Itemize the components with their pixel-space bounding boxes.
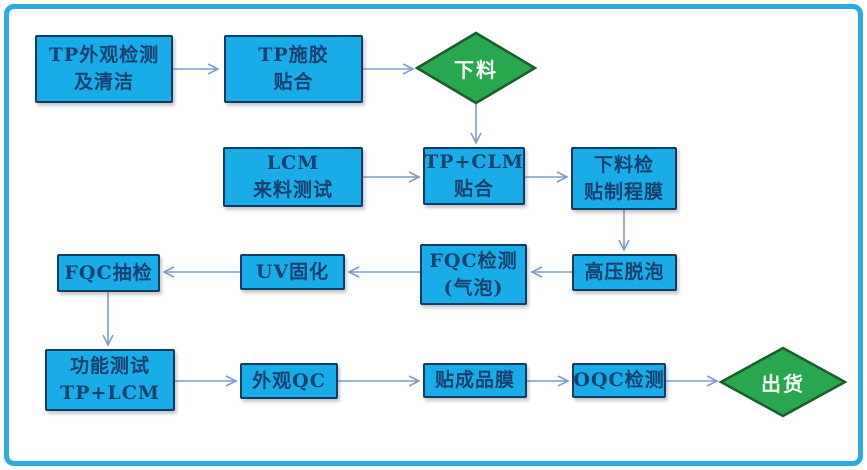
node-label: LCM [266,152,320,175]
node-label: 贴合 [453,178,494,200]
node-label: 贴制程膜 [583,180,664,203]
node-fqc-sampling: FQC抽检 [57,254,160,292]
node-label: OQC检测 [573,369,665,392]
node-label: TP+LCM [60,382,160,404]
node-label: 功能测试 [69,355,150,378]
node-visual-qc: 外观QC [240,363,338,399]
node-label: 及清洁 [73,71,134,93]
node-tp-clm-lamination: TP+CLM 贴合 [423,147,525,205]
node-label: FQC抽检 [64,261,153,284]
node-label: 贴成品膜 [434,369,515,392]
node-label: TP外观检测 [48,44,160,67]
decision-diamond-shipment [718,346,848,418]
node-label: 高压脱泡 [584,261,665,284]
node-uv-curing: UV固化 [240,254,345,290]
node-tp-glue: TP施胶 贴合 [224,35,363,103]
node-label: 贴合 [273,71,314,93]
node-tp-inspection: TP外观检测 及清洁 [35,35,173,103]
node-label: UV固化 [255,260,330,283]
node-fqc-bubble-test: FQC检测 (气泡) [420,244,527,305]
node-xialiao-check-film: 下料检 贴制程膜 [571,147,677,210]
node-function-test: 功能测试 TP+LCM [45,349,175,411]
node-oqc-test: OQC检测 [572,363,666,398]
node-autoclave-defoam: 高压脱泡 [572,254,677,291]
decision-diamond-xialiao [414,31,538,105]
node-label: TP+CLM [424,151,524,174]
node-lcm-incoming-test: LCM 来料测试 [223,147,363,207]
node-label: 外观QC [252,369,326,392]
node-label: 下料检 [593,153,654,176]
node-label: (气泡) [443,276,504,299]
node-final-film: 贴成品膜 [423,363,527,398]
node-label: FQC检测 [429,249,518,272]
node-label: TP施胶 [258,44,329,67]
node-label: 来料测试 [252,179,333,201]
